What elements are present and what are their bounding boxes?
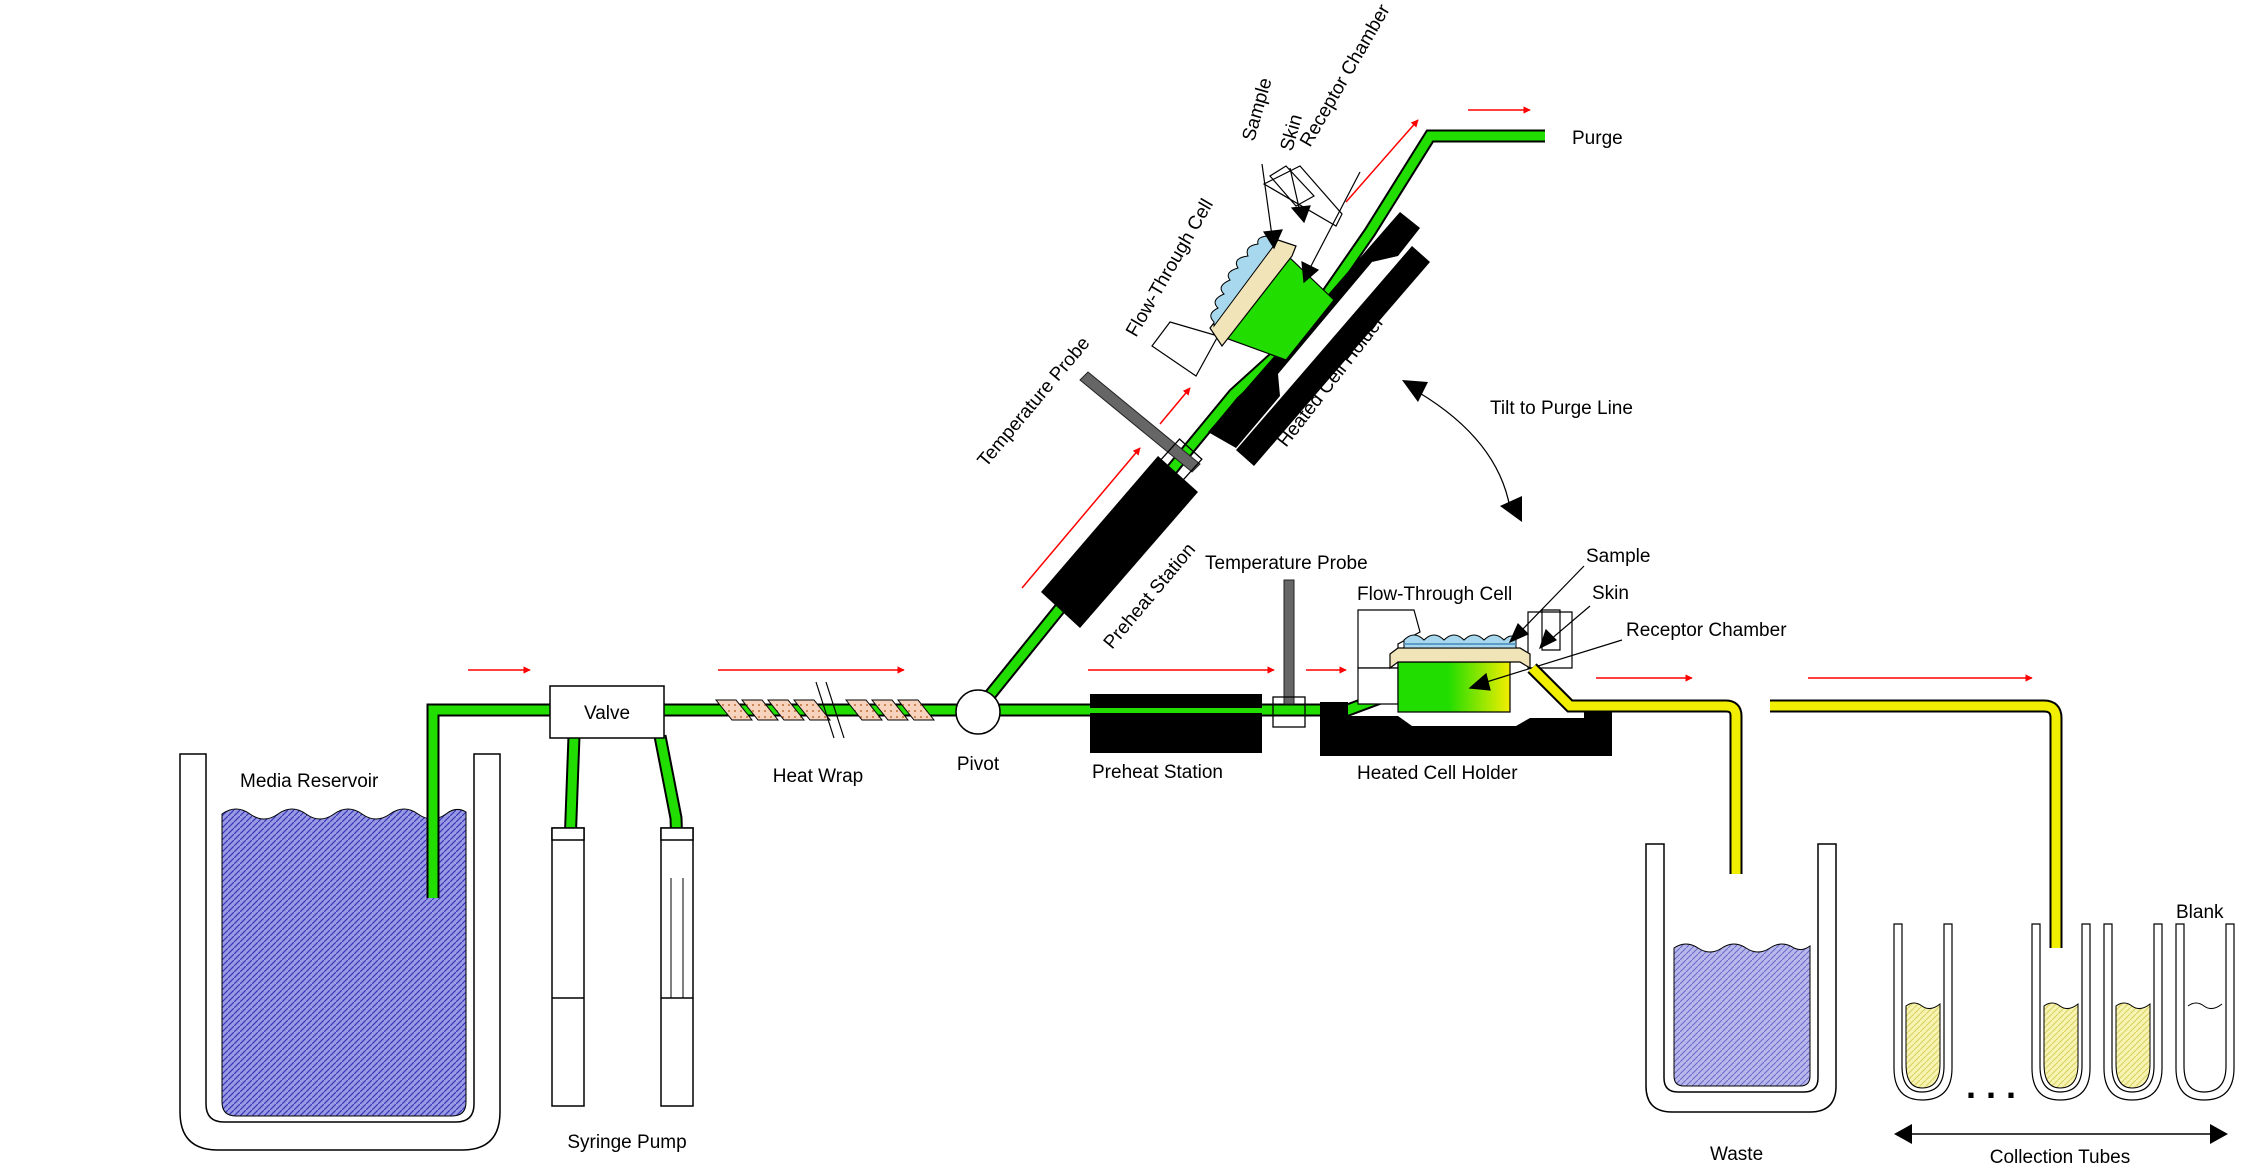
receptor-chamber-flat <box>1397 661 1511 713</box>
heated-cell-holder-flat-label: Heated Cell Holder <box>1357 763 1518 784</box>
tilted-callouts <box>1261 163 1361 284</box>
skin-flat <box>1403 634 1517 649</box>
syringe-pump: Syringe Pump <box>551 827 694 1153</box>
valve-label: Valve <box>584 703 630 724</box>
flow-through-cell-tilted-label: Flow-Through Cell <box>1122 196 1218 341</box>
media-reservoir: Media Reservoir <box>179 753 501 1151</box>
preheat-station-flat: Preheat Station <box>1090 694 1262 783</box>
temperature-probe-tilted-label: Temperature Probe <box>974 333 1095 471</box>
waste-label: Waste <box>1710 1144 1763 1164</box>
flow-through-cell-flat-label: Flow-Through Cell <box>1357 584 1512 605</box>
tilt-arrow: Tilt to Purge Line <box>1402 380 1633 522</box>
collection-tube-2 <box>2031 923 2091 1101</box>
flow-arrows <box>468 106 2033 682</box>
waste-fluid <box>1673 943 1811 1087</box>
receptor-chamber-tilted-label: Receptor Chamber <box>1296 0 1395 150</box>
tubes-ellipsis: . . . <box>1966 1065 2016 1106</box>
collection-tubes-span-arrow <box>1894 1124 2228 1144</box>
temperature-probe-flat: Temperature Probe <box>1205 553 1368 728</box>
heat-wrap-label: Heat Wrap <box>773 766 863 787</box>
collection-tubes-label: Collection Tubes <box>1990 1147 2130 1164</box>
preheat-station-flat-label: Preheat Station <box>1092 762 1223 783</box>
flow-through-cell-tilted <box>1151 165 1343 377</box>
purge-label: Purge <box>1572 128 1623 149</box>
flat-callouts <box>1468 565 1623 691</box>
blank-label: Blank <box>2176 902 2224 923</box>
collection-tubes: . . . Blank Collection Tubes <box>1893 902 2235 1168</box>
heated-cell-holder-flat: Heated Cell Holder <box>1320 702 1612 784</box>
preheat-station-tilted: Preheat Station <box>1041 456 1200 653</box>
sample-tilted-label: Sample <box>1239 76 1277 144</box>
temperature-probe-flat-label: Temperature Probe <box>1205 553 1368 574</box>
collected-lines <box>1527 663 2063 948</box>
flow-arrow-icon <box>1021 447 1141 589</box>
reservoir-fluid <box>221 808 467 1117</box>
pivot: Pivot <box>955 689 1001 775</box>
flow-through-cell-flat <box>1357 609 1573 713</box>
syringe-pump-label: Syringe Pump <box>567 1132 686 1153</box>
media-lines <box>426 129 1545 998</box>
skin-flat-label: Skin <box>1592 583 1629 604</box>
skin-tilted <box>1210 235 1279 328</box>
pivot-label: Pivot <box>957 754 1000 775</box>
valve: Valve <box>549 685 665 739</box>
tilt-to-purge-line-label: Tilt to Purge Line <box>1490 398 1633 419</box>
flow-arrow-icon <box>1345 119 1419 203</box>
heat-wrap: Heat Wrap <box>714 681 936 787</box>
media-reservoir-label: Media Reservoir <box>240 771 379 792</box>
flow-arrow-icon <box>1159 387 1191 425</box>
collection-tube-3 <box>2103 923 2163 1101</box>
collection-tube-1 <box>1893 923 1953 1101</box>
receptor-chamber-flat-label: Receptor Chamber <box>1626 620 1787 641</box>
waste-container: Waste <box>1645 843 1837 1165</box>
blank-tube <box>2175 923 2235 1101</box>
sample-flat-label: Sample <box>1586 546 1650 567</box>
